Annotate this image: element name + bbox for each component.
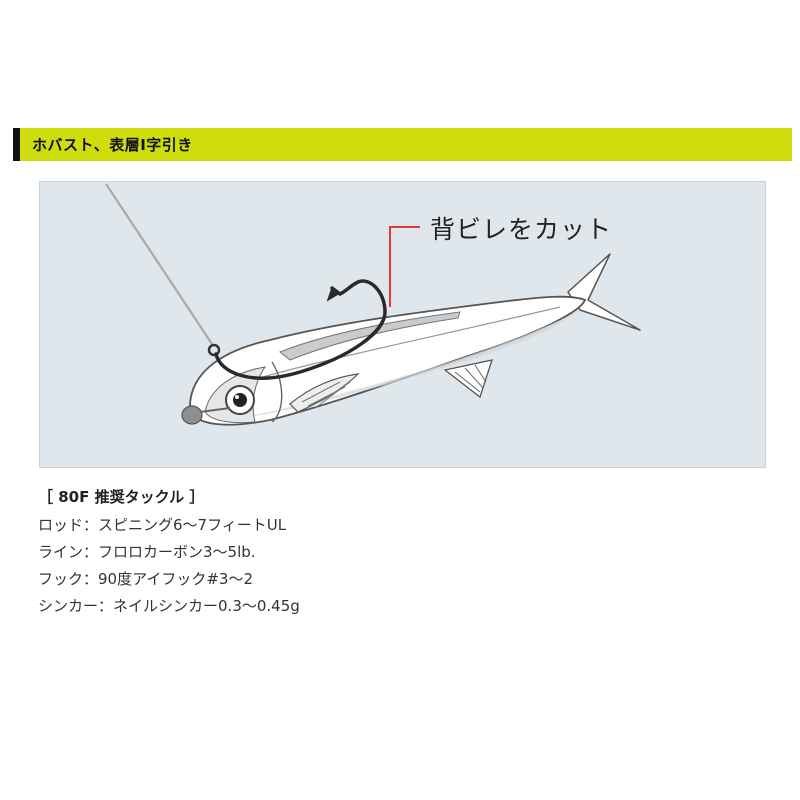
spec-line: ライン：フロロカーボン3〜5lb. <box>38 543 256 561</box>
section-accent-bar <box>13 128 20 161</box>
hook-eye <box>207 343 221 357</box>
spec-hook: フック：90度アイフック#3〜2 <box>38 570 253 588</box>
callout-label: 背ビレをカット <box>430 215 613 244</box>
section-header: ホバスト、表層I字引き <box>13 128 792 161</box>
callout-leader <box>389 226 420 307</box>
fish-body <box>189 295 587 426</box>
spec-rod: ロッド：スピニング6〜7フィートUL <box>38 516 287 534</box>
tackle-specs: ［ 80F 推奨タックル ］ ロッド：スピニング6〜7フィートUL ライン：フロ… <box>38 484 300 620</box>
section-title: ホバスト、表層I字引き <box>32 136 193 154</box>
tail-fin <box>567 253 641 331</box>
rig-diagram-svg <box>105 183 641 426</box>
dorsal-cut-area <box>279 311 461 361</box>
tackle-heading: ［ 80F 推奨タックル ］ <box>38 488 205 506</box>
pelvic-fin <box>443 359 493 399</box>
pectoral-fin <box>289 373 360 413</box>
spec-sinker: シンカー：ネイルシンカー0.3〜0.45g <box>38 597 300 615</box>
nail-sinker <box>181 405 203 425</box>
hook <box>214 279 387 380</box>
rig-illustration: 背ビレをカット <box>39 181 766 468</box>
